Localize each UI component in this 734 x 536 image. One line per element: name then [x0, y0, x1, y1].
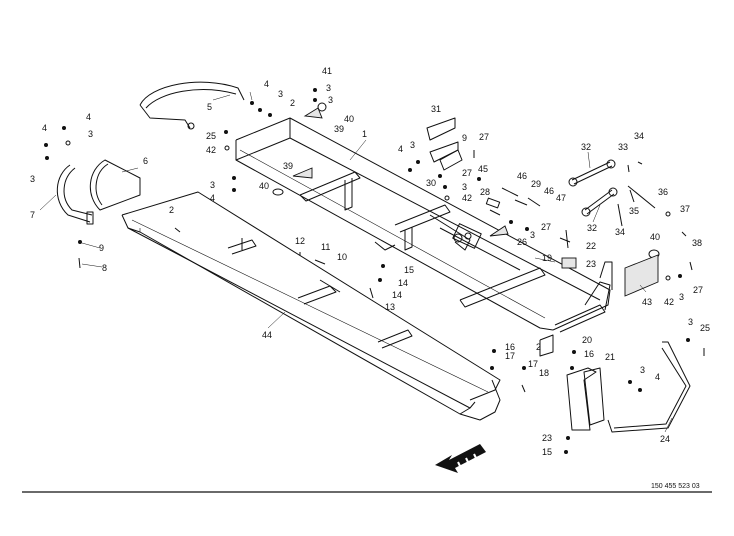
bracket-plates-31-9: [426, 117, 577, 269]
callout: 43: [642, 297, 652, 307]
callout: 23: [542, 433, 552, 443]
callout: 39: [334, 124, 344, 134]
callout: 2: [169, 205, 174, 215]
callout: 15: [404, 265, 414, 275]
travel-direction-arrow-icon: [435, 444, 486, 473]
callout: 9: [462, 133, 467, 143]
callout: 46: [517, 171, 527, 181]
hose-bracket-5: [139, 81, 245, 130]
callout: 4: [86, 112, 91, 122]
callout: 34: [634, 131, 644, 141]
drawing-number: 150 455 523 03: [651, 483, 700, 490]
callout: 3: [530, 230, 535, 240]
callout: 5: [207, 102, 212, 112]
callout: 3: [688, 317, 693, 327]
callout: 20: [582, 335, 592, 345]
guard-bow-6: [89, 159, 141, 211]
callout: 25: [700, 323, 710, 333]
callout: 38: [692, 238, 702, 248]
callout: 12: [295, 236, 305, 246]
callout: 29: [531, 179, 541, 189]
callout: 45: [478, 164, 488, 174]
callout: 47: [556, 193, 566, 203]
callout: 40: [344, 114, 354, 124]
callout: 27: [479, 132, 489, 142]
callout: 3: [328, 95, 333, 105]
callout: 18: [539, 368, 549, 378]
fasteners: [44, 88, 705, 454]
callout: 3: [462, 182, 467, 192]
callout: 3: [278, 89, 283, 99]
callout: 37: [680, 204, 690, 214]
callout: 34: [615, 227, 625, 237]
callout: 4: [42, 123, 47, 133]
callout: 9: [99, 243, 104, 253]
callout: 31: [431, 104, 441, 114]
callout: 3: [326, 83, 331, 93]
callout: 8: [102, 263, 107, 273]
callout: 3: [640, 365, 645, 375]
callout: 1: [362, 129, 367, 139]
callout: 2: [290, 98, 295, 108]
callout: 40: [259, 181, 269, 191]
callout: 11: [321, 242, 330, 252]
callout: 4: [210, 193, 215, 203]
right-misc-parts: [617, 161, 693, 297]
callout: 10: [337, 252, 347, 262]
callout: 7: [30, 210, 35, 220]
long-trough: [121, 191, 501, 421]
callout: 40: [650, 232, 660, 242]
callout: 22: [586, 241, 596, 251]
callout: 27: [693, 285, 703, 295]
callout: 28: [480, 187, 490, 197]
brackets-20-21: [566, 367, 605, 431]
callout: 24: [660, 434, 670, 444]
callout: 16: [584, 349, 594, 359]
callout: 15: [542, 447, 552, 457]
callout: 2: [536, 342, 541, 352]
hose-bracket-24: [607, 341, 691, 433]
callout: 17: [505, 351, 515, 361]
callout: 26: [517, 237, 527, 247]
callout: 27: [462, 168, 472, 178]
cylinders-32: [568, 159, 618, 217]
callout: 42: [206, 145, 216, 155]
callout: 4: [264, 79, 269, 89]
callout: 3: [679, 292, 684, 302]
callout: 46: [544, 186, 554, 196]
callout: 14: [398, 278, 408, 288]
callout: 19: [542, 253, 552, 263]
callout: 35: [629, 206, 639, 216]
callout: 3: [88, 129, 93, 139]
callout-numbers: 41 4 3 3 2 5 3 40 39 1 25 42 4 4 3 6 3 7…: [30, 66, 710, 457]
callout: 4: [655, 372, 660, 382]
callout: 6: [143, 156, 148, 166]
callout: 33: [618, 142, 628, 152]
callout: 3: [410, 140, 415, 150]
callout: 21: [605, 352, 615, 362]
callout: 4: [398, 144, 403, 154]
leader-lines: [39, 91, 673, 433]
callout: 36: [658, 187, 668, 197]
callout: 42: [664, 297, 674, 307]
callout: 23: [586, 259, 596, 269]
callout: 27: [541, 222, 551, 232]
callout: 39: [283, 161, 293, 171]
callout: 25: [206, 131, 216, 141]
callout: 13: [385, 302, 395, 312]
callout: 3: [30, 174, 35, 184]
callout: 3: [210, 180, 215, 190]
callout: 30: [426, 178, 436, 188]
callout: 32: [581, 142, 591, 152]
main-frame: [235, 117, 613, 357]
callout: 16: [505, 342, 515, 352]
callout: 17: [528, 359, 538, 369]
callout: 41: [322, 66, 332, 76]
callout: 14: [392, 290, 402, 300]
callout: 42: [462, 193, 472, 203]
callout: 32: [587, 223, 597, 233]
callout: 44: [262, 330, 272, 340]
guard-bow-7: [56, 164, 94, 225]
